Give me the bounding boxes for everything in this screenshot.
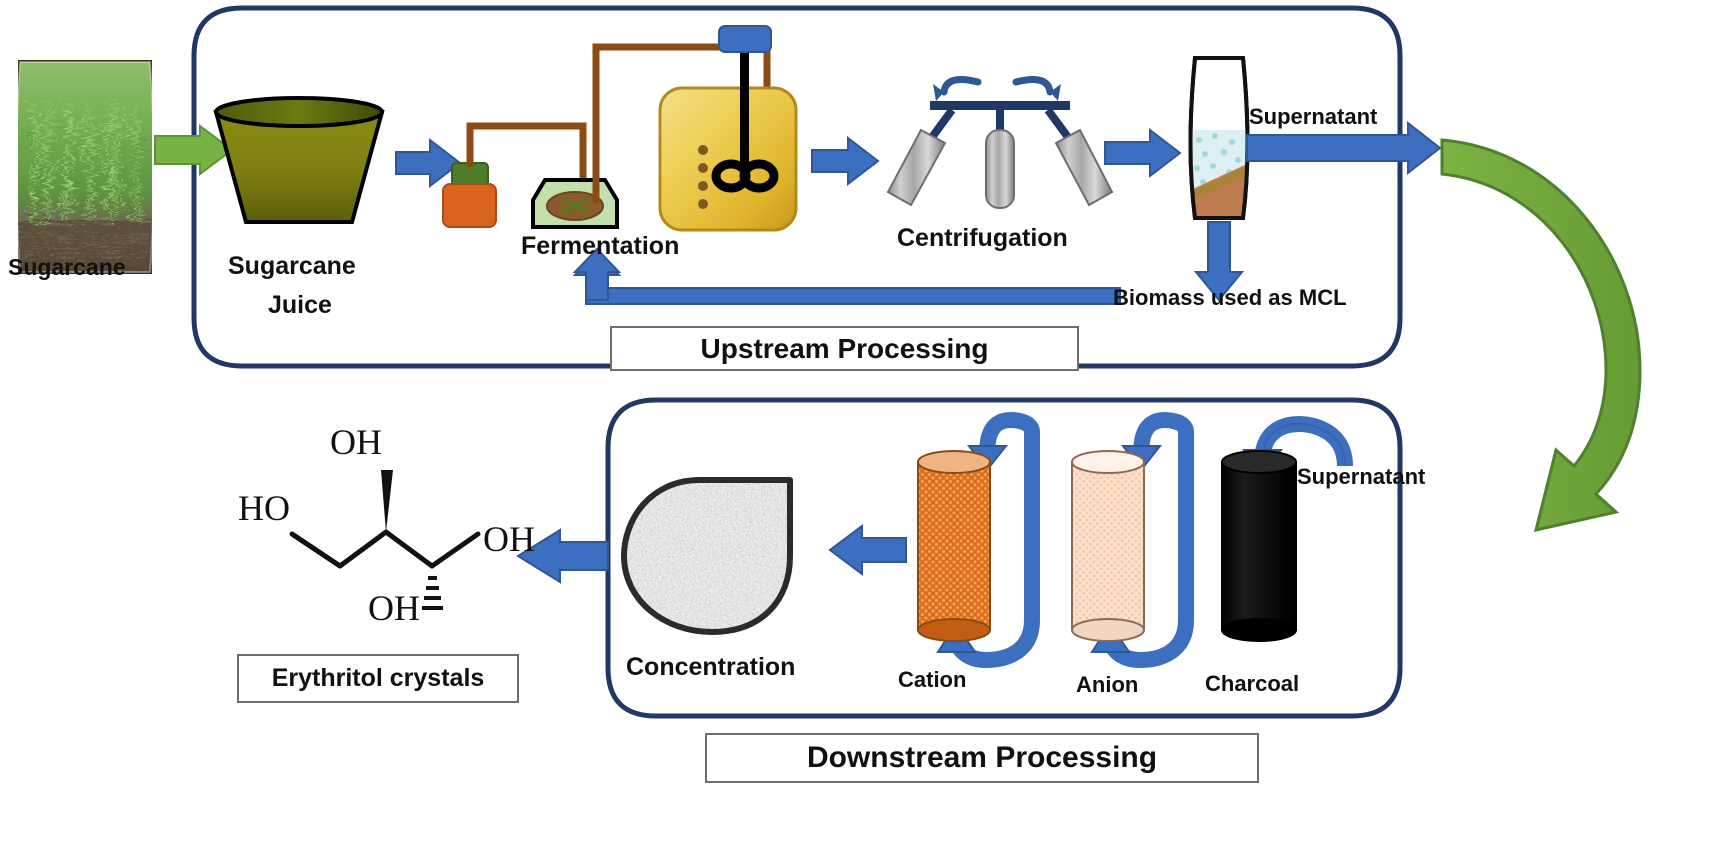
- concentration-droplet-icon: [621, 477, 793, 635]
- shake-flask-icon: [531, 178, 619, 229]
- label-charcoal: Charcoal: [1205, 671, 1300, 696]
- label-sugarcane: Sugarcane: [8, 254, 126, 280]
- stereo-wedge: [381, 470, 393, 532]
- erythritol-crystals-label: Erythritol crystals: [237, 654, 519, 703]
- rotation-arrow-icon: [940, 76, 1054, 96]
- downstream-processing-title: Downstream Processing: [705, 733, 1259, 783]
- label-sugarcane-juice-line1: Sugarcane: [228, 252, 356, 280]
- label-sugarcane-juice-line2: Juice: [268, 291, 332, 319]
- label-cation: Cation: [898, 667, 967, 692]
- arrow-charcoal-to-anion: [1102, 411, 1195, 669]
- arrow-cane-to-juice: [154, 124, 234, 176]
- erythritol-molecule-structure: [289, 470, 481, 610]
- cation-column: [917, 450, 991, 642]
- label-fermentation: Fermentation: [521, 232, 680, 260]
- sugarcane-juice-vessel: [213, 96, 385, 224]
- centrifuge-rotor-icon: [886, 76, 1114, 209]
- sugarcane-field-photo: [15, 60, 155, 274]
- downstream-container-outline: [605, 397, 1403, 719]
- label-supernatant-downstream: Supernatant: [1297, 464, 1426, 489]
- upstream-processing-title: Upstream Processing: [610, 326, 1079, 371]
- anion-column: [1071, 450, 1145, 642]
- arrow-green-upstream-to-downstream: [1440, 138, 1642, 532]
- stereo-hash: [422, 576, 443, 610]
- supernatant-tube-icon: [1188, 56, 1250, 220]
- upstream-container-outline: [191, 5, 1403, 369]
- media-bottle-icon: [442, 162, 497, 228]
- arrow-supernatant-out: [1246, 120, 1442, 176]
- label-anion: Anion: [1076, 672, 1139, 697]
- centrifuge-tube-icon: [886, 128, 1114, 209]
- arrow-tube-to-biomass: [1193, 221, 1245, 302]
- arrow-reactor-to-centrifuge: [811, 135, 880, 187]
- stirred-tank-bioreactor-icon: [658, 25, 798, 232]
- arrow-cation-to-concentration: [828, 524, 907, 576]
- label-supernatant-upstream: Supernatant: [1249, 104, 1378, 129]
- label-biomass-used-as-mcl: Biomass used as MCL: [1113, 285, 1347, 310]
- tube-bottle-to-flask: [466, 122, 587, 204]
- molecule-bottom-oh: OH: [368, 588, 420, 628]
- arrow-centrifuge-to-tube: [1104, 127, 1182, 179]
- arrow-juice-to-media: [395, 137, 462, 189]
- label-concentration: Concentration: [626, 653, 796, 681]
- molecule-left-ho: HO: [238, 488, 290, 528]
- molecule-top-oh: OH: [330, 422, 382, 462]
- molecule-right-oh: OH: [483, 519, 535, 559]
- arrow-concentration-to-crystals: [516, 528, 609, 584]
- arrow-biomass-recycle-to-fermentation: [572, 247, 1121, 305]
- label-centrifugation: Centrifugation: [897, 224, 1068, 252]
- charcoal-column: [1221, 450, 1297, 642]
